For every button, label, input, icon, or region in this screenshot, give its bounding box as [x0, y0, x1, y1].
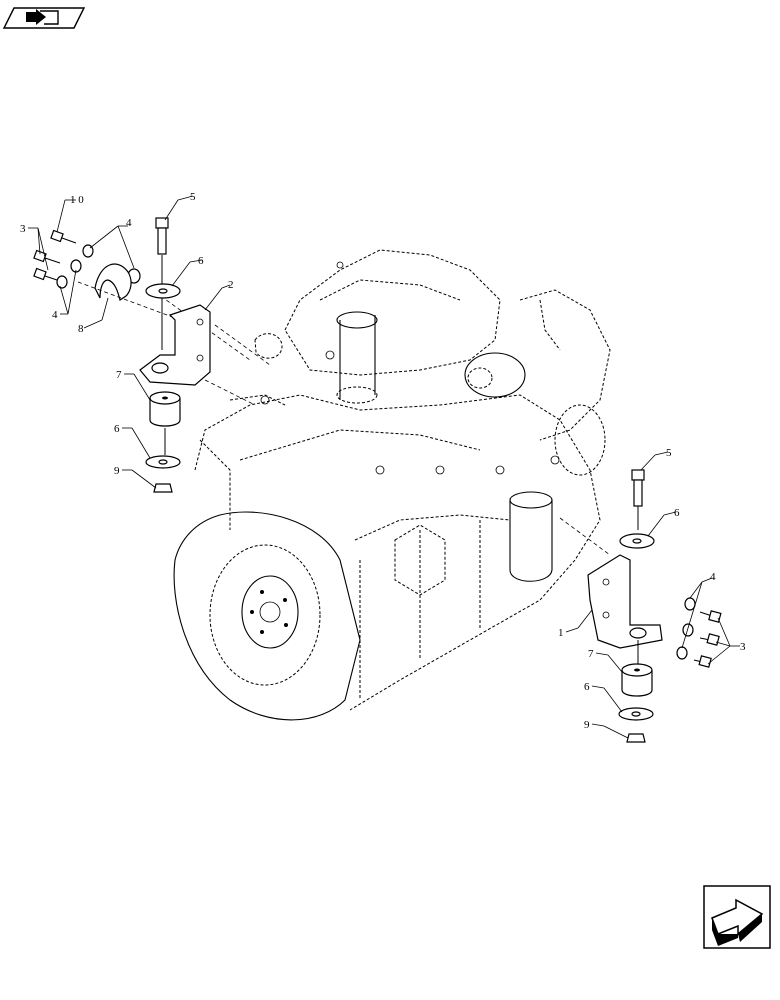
bolts-3-left [33, 249, 61, 282]
bolt-5-right [631, 469, 645, 507]
leader-lines [28, 195, 740, 739]
callout-9-left: 9 [114, 465, 120, 477]
bolt-10 [50, 229, 77, 244]
next-page-arrow-icon[interactable] [703, 885, 771, 949]
callout-5-left: 5 [190, 191, 196, 203]
bolts-3-right [693, 610, 722, 668]
callout-2: 2 [228, 279, 234, 291]
callout-4-left: 4 [52, 309, 58, 321]
callout-6-top-left: 6 [198, 255, 204, 267]
callout-6-bottom-right: 6 [584, 681, 590, 693]
engine-illustration [173, 249, 611, 721]
callout-4-right: 4 [710, 571, 716, 583]
callout-7-left: 7 [116, 369, 122, 381]
left-mount-assembly [33, 217, 271, 493]
callout-labels: 1 0 5 3 4 6 2 4 8 7 6 9 5 6 4 1 3 7 6 9 [20, 191, 746, 731]
callout-10: 1 0 [70, 194, 84, 206]
callout-9-right: 9 [584, 719, 590, 731]
callout-3-right: 3 [740, 641, 746, 653]
right-mount-assembly [559, 469, 722, 743]
callout-1: 1 [558, 627, 564, 639]
callout-5-right: 5 [666, 447, 672, 459]
callout-4-top: 4 [126, 217, 132, 229]
bolt-5-left [155, 217, 169, 255]
callout-6-bottom-left: 6 [114, 423, 120, 435]
callout-3-left: 3 [20, 223, 26, 235]
callout-7-right: 7 [588, 648, 594, 660]
callout-8: 8 [78, 323, 84, 335]
book-arrow-icon[interactable] [2, 7, 86, 29]
callout-6-top-right: 6 [674, 507, 680, 519]
